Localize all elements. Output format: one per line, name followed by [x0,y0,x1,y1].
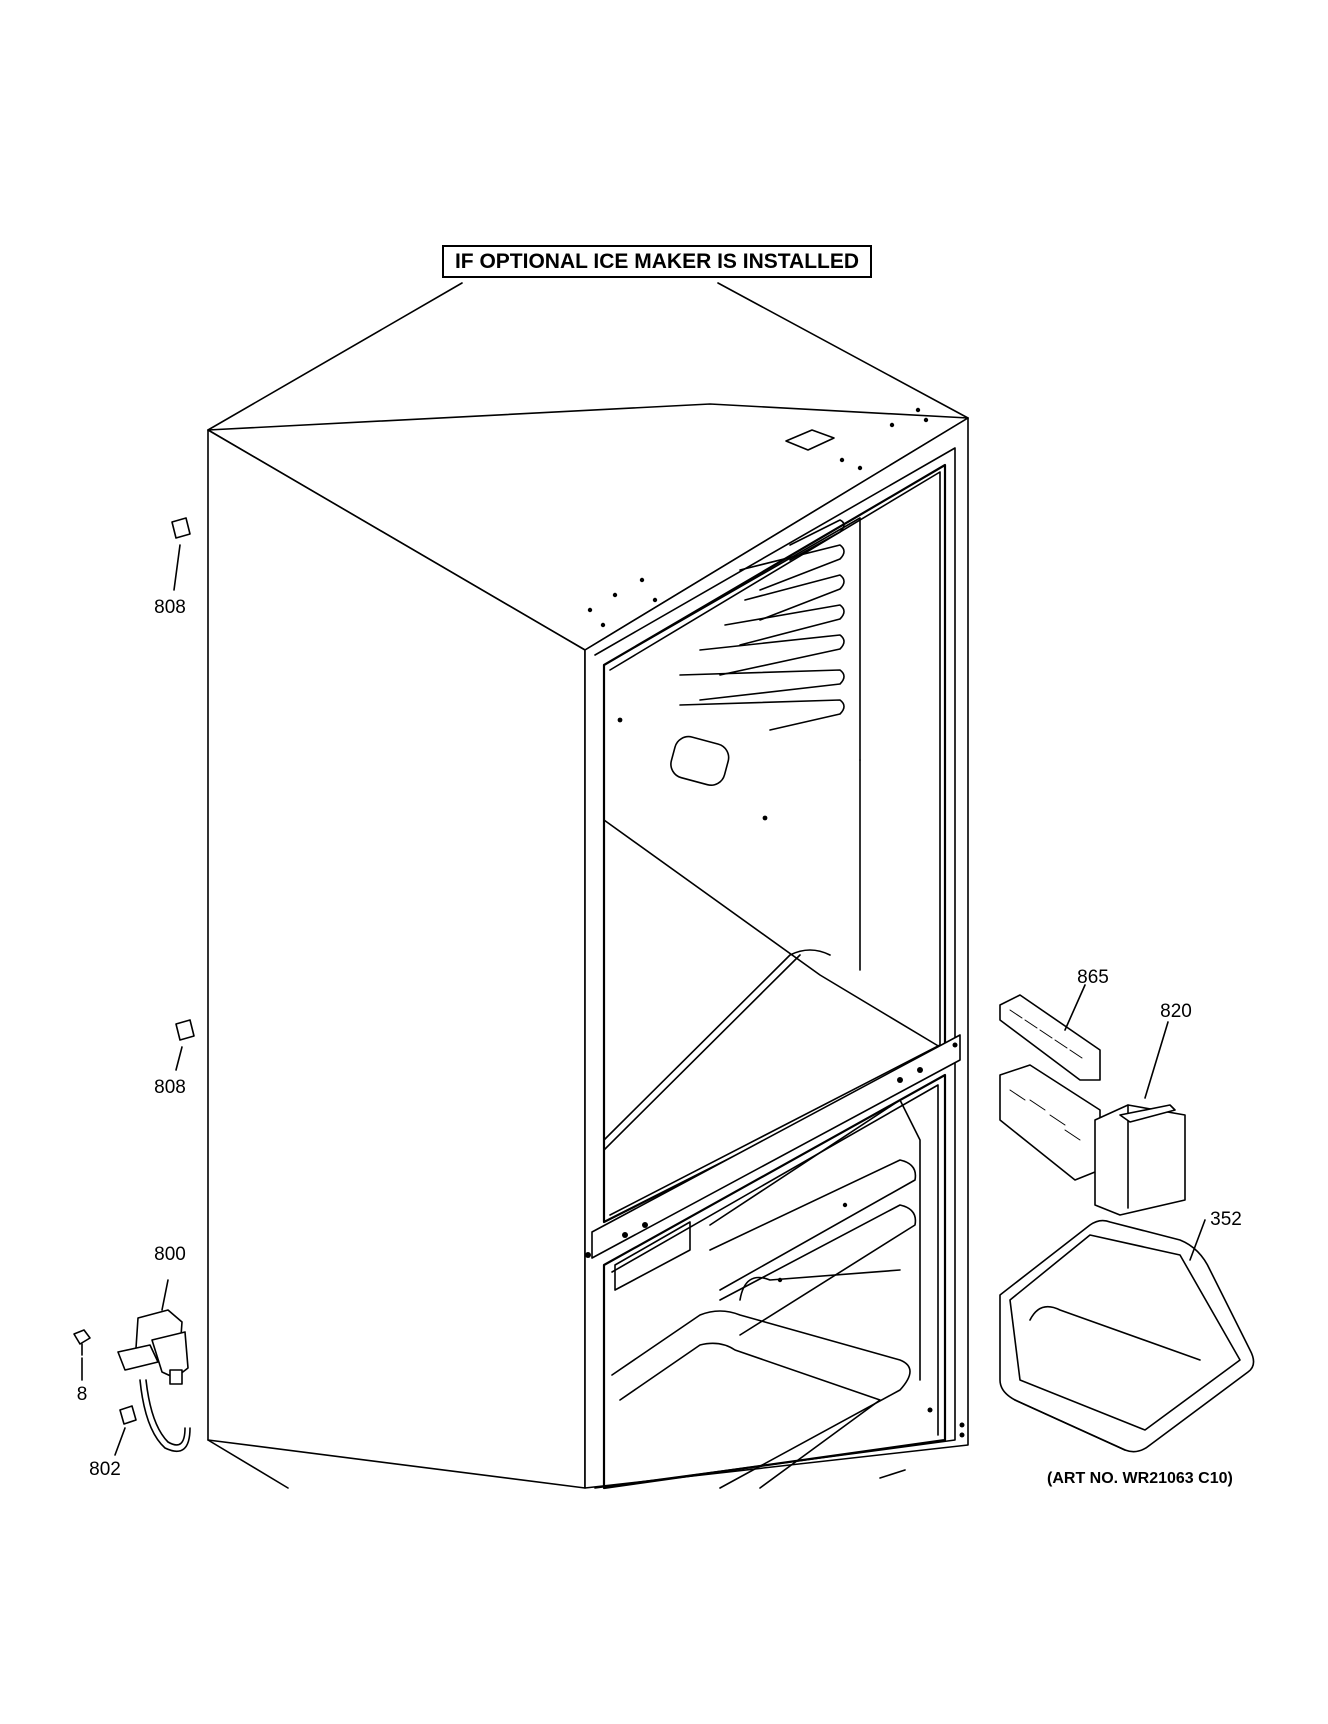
part-808-clip-lower [175,1019,195,1071]
part-802-clip [114,1405,137,1456]
part-352-ice-bucket [999,1219,1255,1453]
callout-800[interactable]: 800 [154,1244,186,1265]
part-820-ice-maker [999,1021,1186,1216]
callout-8[interactable]: 8 [76,1384,88,1405]
callout-808-upper[interactable]: 808 [154,597,186,618]
cabinet-mullion [591,1034,961,1259]
art-number-label: (ART NO. WR21063 C10) [1047,1470,1233,1487]
callout-352[interactable]: 352 [1210,1209,1242,1230]
callout-808-lower[interactable]: 808 [154,1077,186,1098]
water-line-tube [139,1379,191,1453]
callout-865[interactable]: 865 [1077,967,1109,988]
fresh-food-compartment-opening [602,1073,947,1490]
part-808-clip-upper [171,517,191,591]
title-leader-lines [207,282,969,431]
part-8-screw [73,1329,91,1381]
part-800-water-valve [117,1279,191,1453]
refrigerator-cabinet [207,403,969,1490]
callout-820[interactable]: 820 [1160,1001,1192,1022]
freezer-shelf-rails [679,519,845,731]
callout-802[interactable]: 802 [89,1459,121,1480]
ice-maker-note-title: IF OPTIONAL ICE MAKER IS INSTALLED [442,245,872,278]
part-865-ice-maker-cover [999,984,1101,1081]
freezer-vent [670,735,730,786]
